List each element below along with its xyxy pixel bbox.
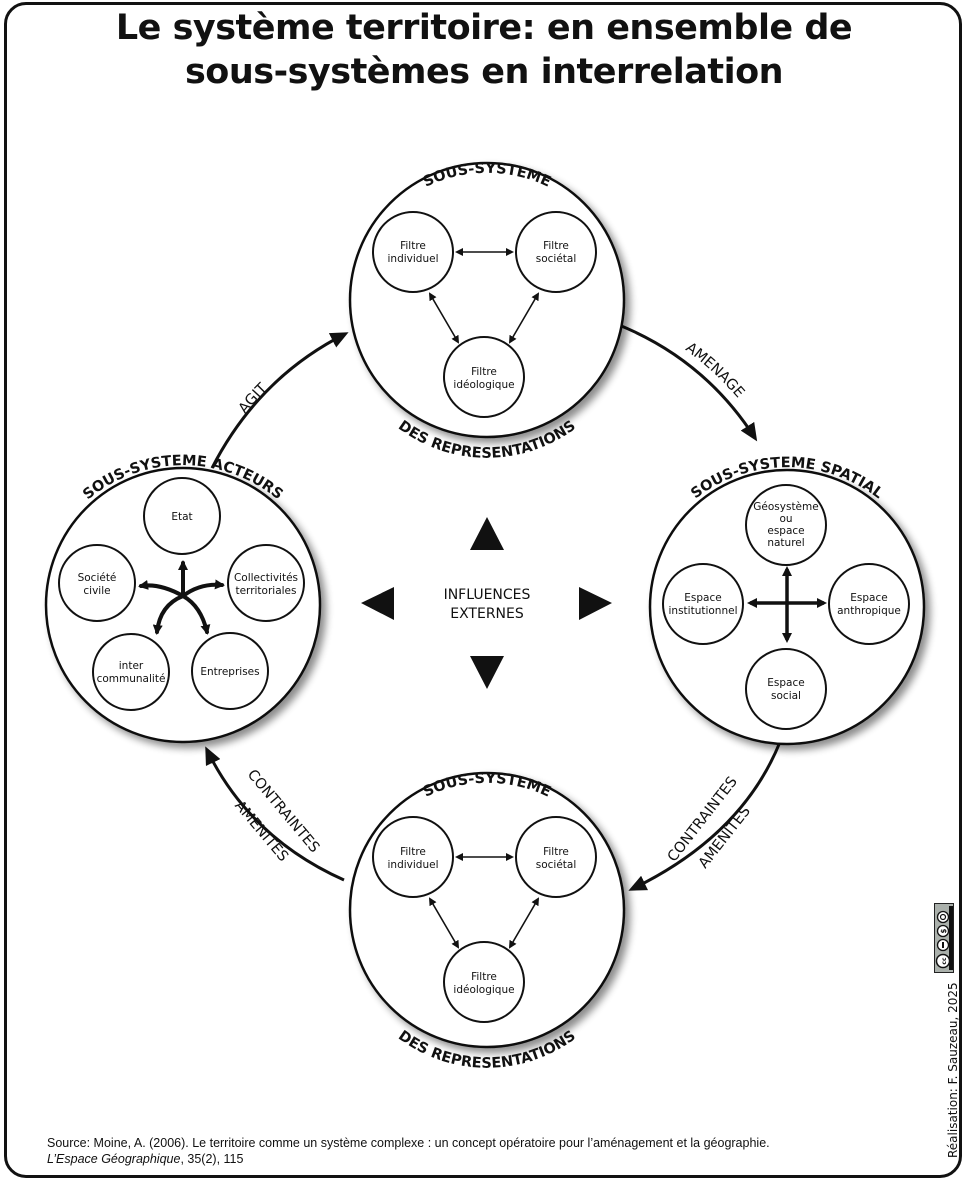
node-entreprises (191, 632, 269, 710)
agit-arrow (210, 332, 349, 469)
constraints-bottom-to-left-arrow (205, 746, 345, 882)
node-espace-anthropique (828, 563, 910, 645)
node-text: Collectivités (234, 572, 298, 584)
link-arrow (428, 897, 460, 949)
node-text: sociétal (536, 859, 577, 871)
node-filtre-societal (515, 211, 597, 293)
node-text: Filtre (400, 240, 426, 252)
node-text: anthropique (837, 605, 901, 617)
node-filtre-ideologique (443, 336, 525, 418)
node-text: institutionnel (669, 605, 738, 617)
source-journal: L’Espace Géographique (47, 1152, 181, 1166)
svg-text:cc: cc (941, 957, 948, 965)
flow-arrows (205, 323, 782, 891)
external-influences: INFLUENCES EXTERNES (361, 517, 612, 689)
node-text: sociétal (536, 253, 577, 265)
node-text: idéologique (453, 984, 514, 996)
node-text: Espace (850, 592, 887, 604)
node-text: Filtre (543, 846, 569, 858)
subsystem-representations-bottom: SOUS-SYSTEME DES REPRESENTATIONS Filtre … (348, 771, 626, 1072)
spatial-cross-arrows (747, 566, 827, 643)
center-text-line-1: INFLUENCES (444, 587, 531, 603)
node-text: Filtre (543, 240, 569, 252)
source-text: Source: Moine, A. (2006). Le territoire … (47, 1136, 770, 1150)
node-espace-social (745, 648, 827, 730)
node-text: Filtre (400, 846, 426, 858)
amenage-arrow (618, 323, 758, 442)
triangle-right-icon (579, 587, 612, 620)
triangle-left-icon (361, 587, 394, 620)
node-filtre-societal (515, 816, 597, 898)
node-societe-civile (58, 544, 136, 622)
node-text: espace (767, 525, 804, 537)
cc-by-nc-sa-icon: cc $ (934, 903, 954, 973)
node-filtre-individuel (372, 816, 454, 898)
credit-text: Réalisation: F. Sauzeau, 2025 (946, 982, 960, 1158)
node-text: Société (78, 572, 117, 584)
node-text: ou (779, 513, 792, 525)
node-text: social (771, 690, 801, 702)
link-arrow (428, 292, 460, 344)
page-title: Le système territoire: en ensemble de so… (0, 6, 969, 94)
node-filtre-individuel (372, 211, 454, 293)
title-line-2: sous-systèmes en interrelation (184, 52, 784, 92)
node-text: Espace (767, 677, 804, 689)
subsystem-acteurs: SOUS-SYSTEME ACTEURS Etat Société civile… (44, 453, 322, 744)
node-text: civile (83, 585, 110, 597)
constraints-right-to-bottom-arrow (628, 741, 782, 891)
node-espace-institutionnel (662, 563, 744, 645)
svg-text:$: $ (940, 928, 948, 933)
title-line-1: Le système territoire: en ensemble de (115, 8, 853, 48)
node-text: communalité (97, 673, 166, 685)
subsystem-representations-top: SOUS-SYSTEME DES REPRESENTATIONS Filtre … (348, 161, 626, 462)
link-arrow (508, 292, 540, 344)
node-text: Entreprises (200, 666, 259, 678)
node-text: individuel (388, 253, 439, 265)
node-text: territoriales (235, 585, 296, 597)
node-text: Filtre (471, 971, 497, 983)
node-text: idéologique (453, 379, 514, 391)
subsystem-spatial: SOUS-SYSTEME SPATIAL Géosystème ou espac… (648, 455, 926, 746)
triangle-down-icon (470, 656, 504, 689)
node-text: inter (119, 660, 144, 672)
node-text: individuel (388, 859, 439, 871)
node-text: naturel (767, 537, 804, 549)
node-filtre-ideologique (443, 941, 525, 1023)
link-arrow (508, 897, 540, 949)
node-text: Filtre (471, 366, 497, 378)
center-text-line-2: EXTERNES (450, 606, 524, 622)
node-text: Etat (171, 511, 192, 523)
node-collectivites (227, 544, 305, 622)
amenage-label: AMENAGE (683, 340, 748, 401)
node-intercommunalite (92, 633, 170, 711)
agit-label: AGIT (236, 380, 271, 416)
actor-arrows (138, 560, 225, 635)
source-ref: , 35(2), 115 (180, 1152, 244, 1166)
source-citation: Source: Moine, A. (2006). Le territoire … (47, 1135, 770, 1167)
node-text: Géosystème (753, 501, 818, 513)
triangle-up-icon (470, 517, 504, 550)
node-text: Espace (684, 592, 721, 604)
node-geosysteme (745, 484, 827, 566)
node-etat (143, 477, 221, 555)
